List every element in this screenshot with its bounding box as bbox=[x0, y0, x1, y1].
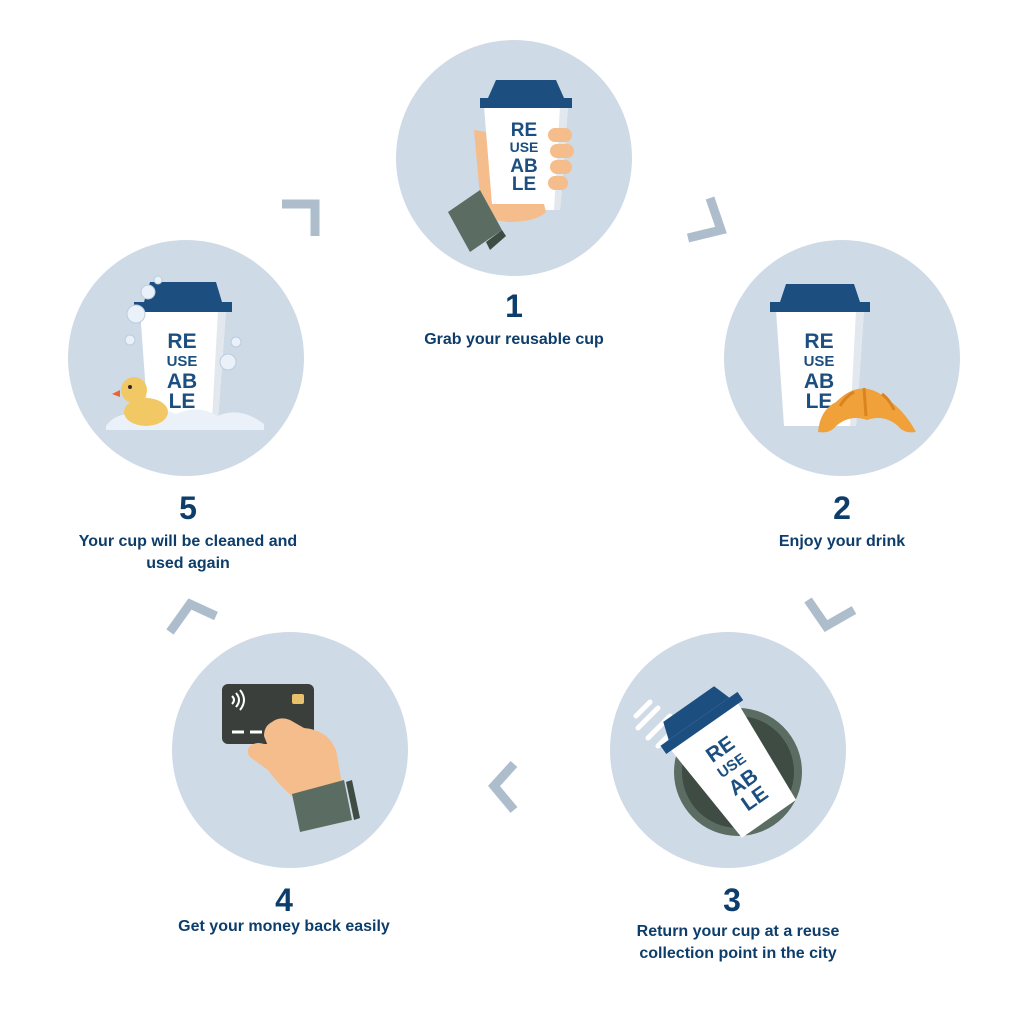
step-3-number: 3 bbox=[723, 882, 741, 918]
cup-with-croissant-icon: RE USE AB LE bbox=[770, 284, 916, 433]
svg-text:LE: LE bbox=[806, 390, 833, 413]
step-1-circle: RE USE AB LE bbox=[396, 40, 632, 276]
svg-text:USE: USE bbox=[167, 353, 198, 370]
hand-holding-cup-icon: RE USE AB LE bbox=[448, 80, 574, 252]
step-4-number: 4 bbox=[275, 882, 293, 918]
svg-text:USE: USE bbox=[510, 139, 539, 155]
step-5-number: 5 bbox=[179, 490, 197, 526]
hand-holding-card-icon bbox=[222, 684, 360, 832]
step-2-label: Enjoy your drink bbox=[778, 533, 906, 550]
chevron-arrow-icon bbox=[804, 597, 857, 632]
step-1-number: 1 bbox=[505, 288, 523, 324]
cup-into-bin-icon: RE USE AB LE bbox=[633, 686, 802, 838]
step-5-label: Your cup will be cleaned and used again bbox=[78, 533, 298, 572]
chevron-arrow-icon bbox=[686, 196, 727, 243]
svg-text:RE: RE bbox=[804, 330, 833, 353]
svg-text:LE: LE bbox=[512, 174, 536, 195]
svg-text:AB: AB bbox=[167, 370, 197, 393]
svg-text:USE: USE bbox=[804, 353, 835, 370]
step-3-label: Return your cup at a reuse collection po… bbox=[636, 923, 840, 962]
step-1-label: Grab your reusable cup bbox=[424, 331, 604, 348]
cup-washing-duck-icon: RE USE AB LE bbox=[106, 275, 264, 430]
svg-text:RE: RE bbox=[511, 120, 537, 141]
svg-text:AB: AB bbox=[804, 370, 834, 393]
svg-text:LE: LE bbox=[169, 390, 196, 413]
svg-text:RE: RE bbox=[167, 330, 196, 353]
step-5-circle: RE USE AB LE bbox=[68, 240, 304, 476]
step-2-number: 2 bbox=[833, 490, 851, 526]
chevron-arrow-icon bbox=[488, 760, 518, 813]
svg-text:AB: AB bbox=[510, 156, 537, 177]
step-4-circle bbox=[172, 632, 408, 868]
step-2-circle: RE USE AB LE bbox=[724, 240, 960, 476]
chevron-arrow-icon bbox=[282, 199, 320, 236]
step-4-label: Get your money back easily bbox=[178, 918, 390, 935]
step-3-circle: RE USE AB LE bbox=[610, 632, 846, 868]
chevron-arrow-icon bbox=[166, 598, 218, 635]
